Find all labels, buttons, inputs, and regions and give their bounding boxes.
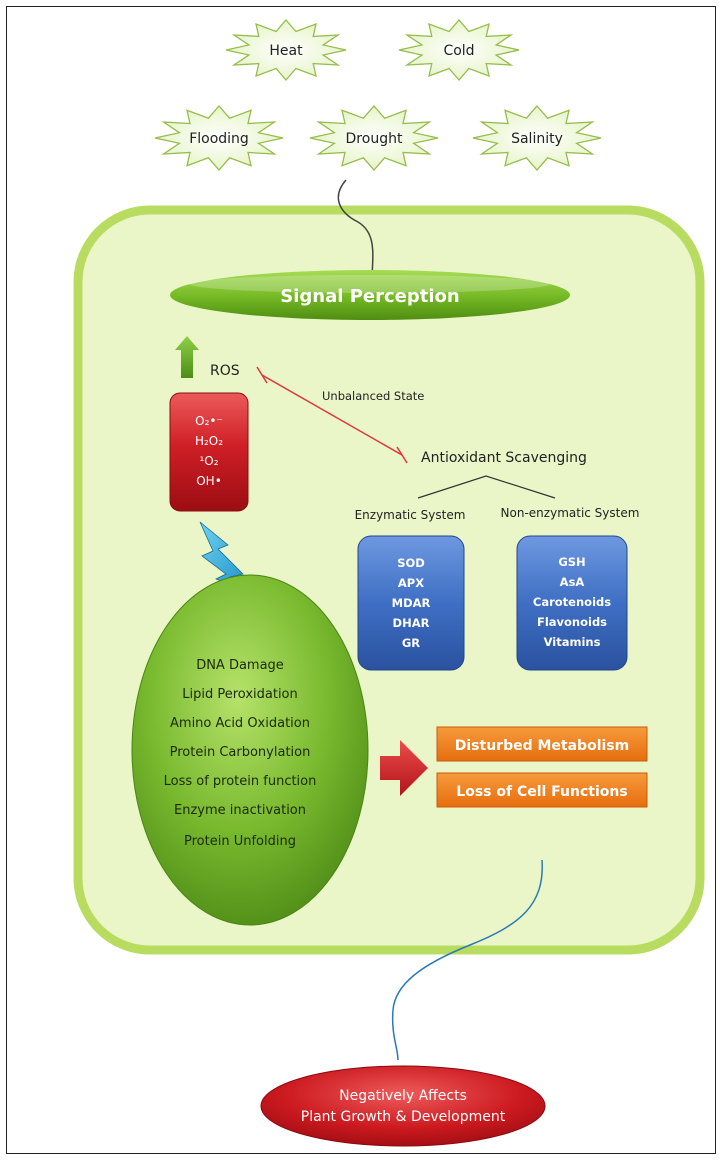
increase-arrow-icon	[175, 336, 199, 378]
damage-effect: Loss of protein function	[164, 774, 317, 789]
signal-perception-label: Signal Perception	[280, 286, 459, 307]
signal-perception: Signal Perception	[170, 270, 570, 320]
damage-effect: Protein Unfolding	[184, 834, 296, 849]
damage-effect: Protein Carbonylation	[170, 745, 311, 760]
stressor-star: Heat	[225, 19, 347, 81]
stressor-star: Drought	[309, 105, 439, 171]
non-enzymatic-system-title: Non-enzymatic System	[501, 506, 640, 520]
non-enzymatic-item: Flavonoids	[537, 615, 607, 629]
damage-effect: DNA Damage	[196, 658, 284, 673]
non-enzymatic-item: GSH	[558, 555, 585, 569]
starburst-shape	[225, 19, 347, 81]
stressor-label: Cold	[443, 43, 474, 59]
unbalanced-state-label: Unbalanced State	[322, 389, 424, 403]
stressor-label: Salinity	[511, 131, 563, 147]
damage-effect: Amino Acid Oxidation	[170, 716, 310, 731]
figure-frame	[6, 6, 716, 1154]
damage-effect: Enzyme inactivation	[174, 803, 306, 818]
final-outcome-line1: Negatively Affects	[339, 1088, 467, 1104]
enzyme-item: APX	[398, 576, 424, 590]
enzymatic-box: SOD APX MDAR DHAR GR	[357, 535, 465, 671]
antioxidant-scavenging-label: Antioxidant Scavenging	[421, 450, 587, 466]
output-connector	[391, 859, 543, 1061]
stressor-label: Heat	[269, 43, 303, 59]
ros-species: H₂O₂	[195, 434, 223, 448]
enzyme-item: MDAR	[392, 596, 431, 610]
ros-species: ¹O₂	[199, 454, 218, 468]
outcome-label: Disturbed Metabolism	[455, 738, 629, 754]
damage-effect: Lipid Peroxidation	[182, 687, 298, 702]
outcome-label: Loss of Cell Functions	[456, 784, 627, 800]
stressor-star: Salinity	[472, 105, 602, 171]
scavenging-branch	[417, 475, 556, 499]
starburst-shape	[472, 105, 602, 171]
damage-oval: DNA Damage Lipid Peroxidation Amino Acid…	[131, 574, 369, 926]
outcome-box-metabolism: Disturbed Metabolism	[436, 726, 648, 762]
outcome-box-cell-functions: Loss of Cell Functions	[436, 772, 648, 808]
non-enzymatic-item: Carotenoids	[533, 595, 611, 609]
starburst-shape	[398, 19, 520, 81]
starburst-shape	[309, 105, 439, 171]
starburst-shape	[154, 105, 284, 171]
ros-species: OH•	[196, 474, 222, 488]
ros-box: O₂•⁻ H₂O₂ ¹O₂ OH•	[169, 392, 249, 512]
non-enzymatic-box: GSH AsA Carotenoids Flavonoids Vitamins	[516, 535, 628, 671]
final-outcome-line2: Plant Growth & Development	[301, 1109, 506, 1125]
enzyme-item: SOD	[397, 556, 425, 570]
stressor-label: Flooding	[189, 131, 249, 147]
enzyme-item: DHAR	[393, 616, 430, 630]
ros-species: O₂•⁻	[195, 414, 223, 428]
stressor-star: Flooding	[154, 105, 284, 171]
non-enzymatic-item: AsA	[560, 575, 585, 589]
ros-label: ROS	[210, 363, 240, 379]
leads-to-arrow-icon	[380, 740, 428, 796]
stressor-star: Cold	[398, 19, 520, 81]
enzyme-item: GR	[402, 636, 420, 650]
final-outcome-oval: Negatively Affects Plant Growth & Develo…	[260, 1065, 546, 1147]
non-enzymatic-item: Vitamins	[544, 635, 601, 649]
signal-connector	[337, 179, 374, 283]
unbalanced-inhibition: Unbalanced State	[256, 366, 424, 464]
stressor-label: Drought	[346, 131, 403, 147]
enzymatic-system-title: Enzymatic System	[355, 508, 466, 522]
